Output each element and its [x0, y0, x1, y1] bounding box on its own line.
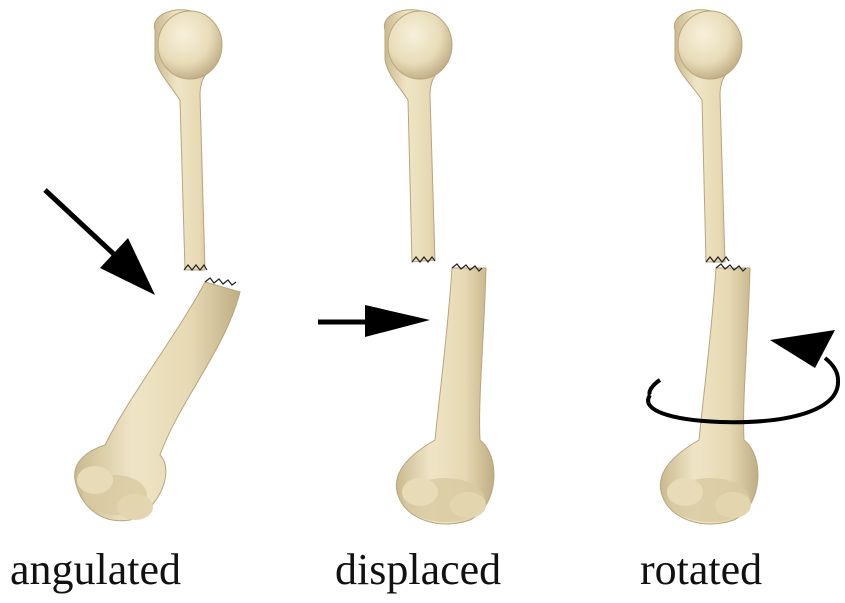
- panel-rotated: [648, 10, 838, 524]
- label-angulated: angulated: [10, 548, 181, 592]
- panel-angulated: [45, 10, 240, 521]
- upper-bone-fragment: [674, 10, 742, 262]
- lower-bone-fragment: [75, 278, 240, 521]
- arrow-right-icon: [318, 305, 430, 337]
- lower-bone-fragment: [660, 264, 758, 524]
- upper-bone-fragment: [384, 10, 452, 262]
- lower-bone-fragment: [396, 264, 494, 524]
- arrow-right-down-icon: [45, 190, 155, 295]
- panel-displaced: [318, 10, 494, 524]
- label-displaced: displaced: [335, 548, 501, 592]
- upper-bone-fragment: [154, 10, 222, 270]
- label-rotated: rotated: [640, 548, 762, 592]
